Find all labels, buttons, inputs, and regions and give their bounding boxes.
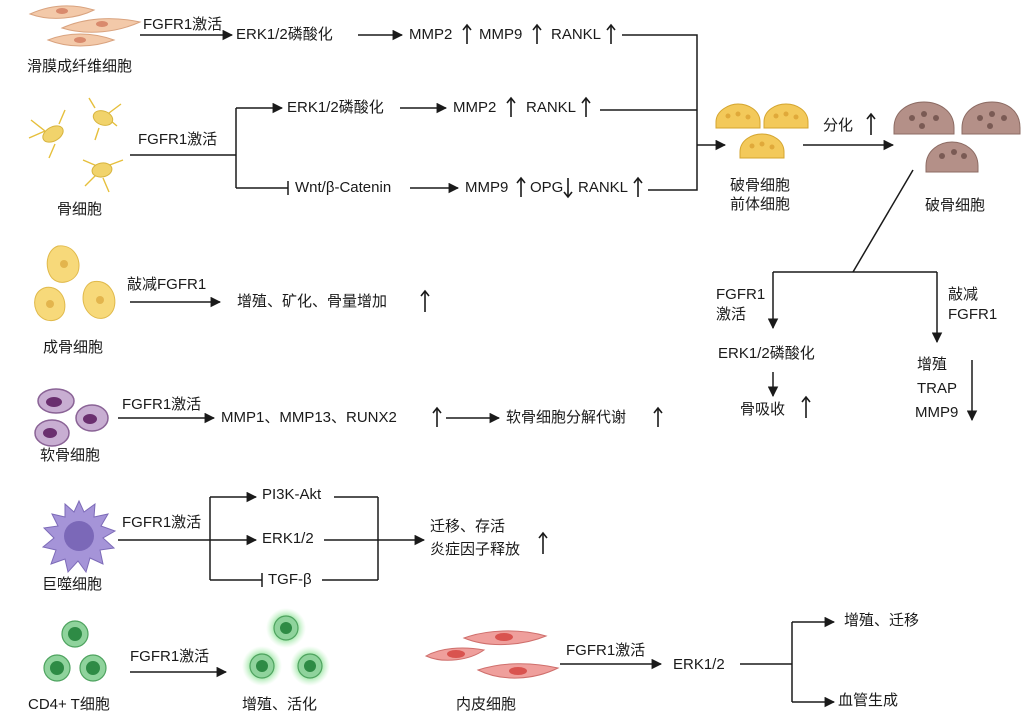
chondrocyte-trigger-label: FGFR1激活 [122,396,202,413]
osteocyte-wnt-label: Wnt/β-Catenin [295,179,392,196]
osteocyte-rankl-lower-label: RANKL [578,179,629,196]
chondrocyte-markers-label: MMP1、MMP13、RUNX2 [221,409,397,426]
osteoblast-result-label: 增殖、矿化、骨量增加 [237,293,388,310]
endothelial-lower-result-label: 血管生成 [838,692,899,709]
up-arrow-icon [866,112,876,135]
macrophage-result-line1: 迁移、存活 [430,518,506,535]
osteocyte-lower-to-merge [648,145,698,191]
synovial-rankl-label: RANKL [551,26,602,43]
up-arrow-icon [532,23,542,44]
tcell-cells-icon [43,620,107,682]
osteoclast-left-trigger-line2: 激活 [716,306,747,323]
endothelial-label: 内皮细胞 [456,696,517,713]
macrophage-cell-icon [41,499,117,574]
macrophage-tgf-label: TGF-β [268,571,312,588]
down-arrow-icon [563,178,573,199]
precursor-label-line2: 前体细胞 [730,196,791,213]
macrophage-trigger-label: FGFR1激活 [122,514,202,531]
chondrocyte-cells-icon [34,388,109,447]
chondrocyte-label: 软骨细胞 [40,447,101,464]
synovial-erk-label: ERK1/2磷酸化 [236,26,333,43]
macrophage-erk-label: ERK1/2 [262,530,314,547]
synovial-mmp2-label: MMP2 [409,26,453,43]
tcell-trigger-label: FGFR1激活 [130,648,210,665]
tcell-result-label: 增殖、活化 [242,696,318,713]
osteocyte-label: 骨细胞 [57,201,103,218]
up-arrow-icon [581,96,591,117]
osteocyte-mmp2-label: MMP2 [453,99,497,116]
chondrocyte-result-label: 软骨细胞分解代谢 [506,409,627,426]
up-arrow-icon [606,23,616,44]
osteoclast-proliferation-label: 增殖 [917,356,948,373]
up-arrow-icon [516,176,526,197]
osteoblast-cells-icon [34,245,116,321]
osteoblast-label: 成骨细胞 [43,339,104,356]
osteocyte-opg-label: OPG [530,179,564,196]
osteoclast-diagonal [852,169,914,273]
endothelial-erk-label: ERK1/2 [673,656,725,673]
osteoclast-trap-label: TRAP [917,380,958,397]
osteocyte-rankl-upper-label: RANKL [526,99,577,116]
osteoclast-label: 破骨细胞 [925,197,986,214]
osteoclast-left-trigger-line1: FGFR1 [716,286,766,303]
bone-resorption-label: 骨吸收 [740,401,786,418]
up-arrow-icon [538,531,548,554]
osteocyte-mmp9-label: MMP9 [465,179,509,196]
up-arrow-icon [653,406,663,427]
up-arrow-icon [801,395,811,418]
osteoclast-mmp9-label: MMP9 [915,404,959,421]
macrophage-result-line2: 炎症因子释放 [430,541,521,558]
macrophage-label: 巨噬细胞 [42,576,103,593]
endothelial-upper-result-label: 增殖、迁移 [844,612,920,629]
osteoclast-precursor-cells-icon [715,103,809,159]
osteoclast-right-trigger-line2: FGFR1 [948,306,998,323]
osteoblast-trigger-label: 敲减FGFR1 [127,276,207,293]
up-arrow-icon [506,96,516,117]
differentiation-label: 分化 [823,117,854,134]
mature-osteoclast-cells-icon [893,101,1021,173]
osteoclast-erk-label: ERK1/2磷酸化 [718,345,815,362]
activated-tcell-cells-icon [242,608,330,686]
up-arrow-icon [633,176,643,197]
tcell-label: CD4+ T细胞 [28,696,110,713]
synovial-fibroblast-label: 滑膜成纤维细胞 [27,58,133,75]
osteocyte-trigger-label: FGFR1激活 [138,131,218,148]
fibroblast-cells-icon [28,5,142,47]
osteoclast-right-trigger-line1: 敲减 [948,286,979,303]
osteocyte-cells-icon [28,97,124,193]
up-arrow-icon [462,23,472,44]
endothelial-cells-icon [424,630,560,679]
synovial-to-precursor-line [622,34,698,145]
synovial-mmp9-label: MMP9 [479,26,523,43]
osteocyte-erk-label: ERK1/2磷酸化 [287,99,384,116]
up-arrow-icon [420,289,430,312]
precursor-label-line1: 破骨细胞 [730,177,791,194]
synovial-trigger-label: FGFR1激活 [143,16,223,33]
macrophage-pi3k-label: PI3K-Akt [262,486,322,503]
endothelial-trigger-label: FGFR1激活 [566,642,646,659]
up-arrow-icon [432,406,442,427]
